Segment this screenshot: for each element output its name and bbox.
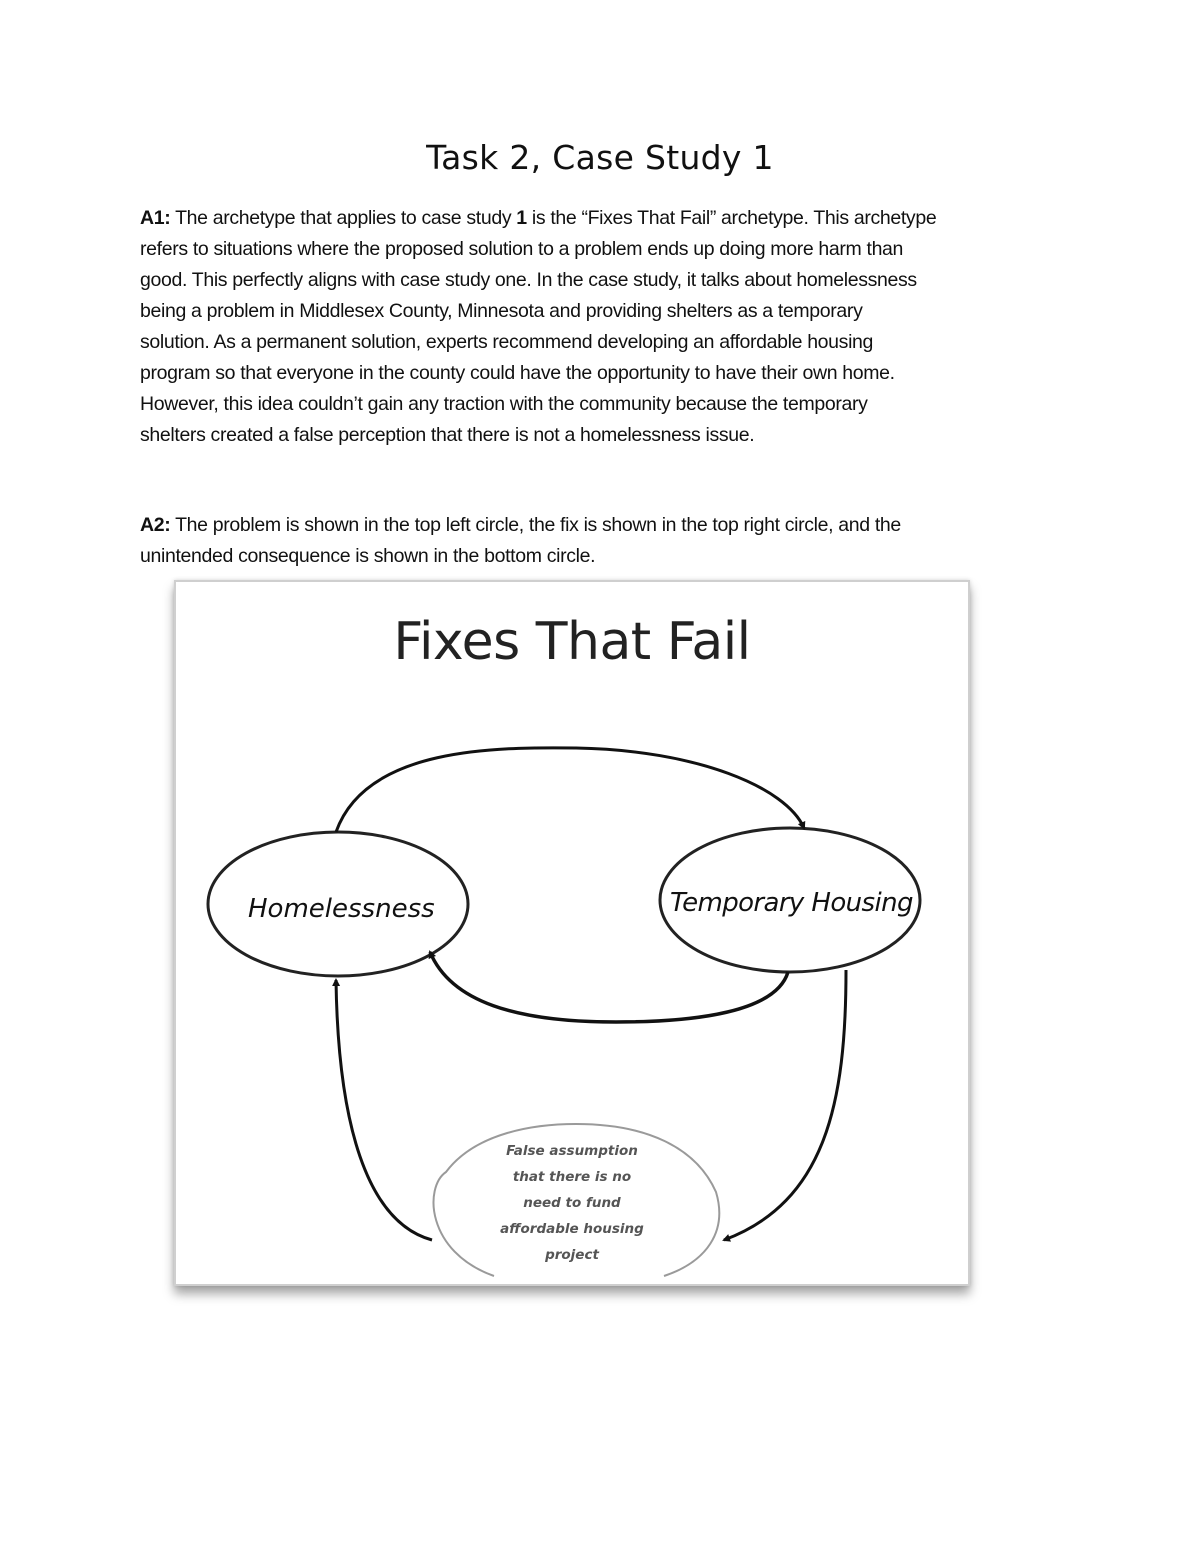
edge-fix-to-consequence (722, 969, 848, 1242)
problem-node-ellipse (206, 830, 470, 978)
a2-line-1: A2: The problem is shown in the top left… (140, 514, 901, 536)
a1-line-1: A1: The archetype that applies to case s… (140, 207, 937, 229)
edge-problem-to-fix (334, 746, 806, 833)
a1-line-3: good. This perfectly aligns with case st… (140, 269, 917, 291)
a1-line-4: being a problem in Middlesex County, Min… (140, 300, 863, 322)
edge-consequence-to-problem (332, 978, 433, 1242)
a1-line-7: However, this idea couldn’t gain any tra… (140, 393, 868, 415)
diagram-title: Fixes That Fail (393, 612, 751, 672)
a1-line-6: program so that everyone in the county c… (140, 362, 895, 384)
fix-node-label: Temporary Housing (670, 888, 913, 918)
edge-fix-to-problem (428, 950, 790, 1024)
fix-node-ellipse (658, 826, 922, 974)
diagram-graphics (206, 746, 922, 1277)
problem-node-label: Homelessness (248, 894, 435, 924)
a1-label: A1: (140, 207, 171, 229)
page-title: Task 2, Case Study 1 (426, 138, 774, 177)
a1-line-5: solution. As a permanent solution, exper… (140, 331, 874, 353)
a2-label: A2: (140, 514, 171, 536)
answer-a1-paragraph: A1: The archetype that applies to case s… (140, 203, 1070, 451)
fixes-that-fail-diagram: Fixes That Fail Homelessness Temporary H… (174, 580, 970, 1286)
a2-line-2: unintended consequence is shown in the b… (140, 545, 596, 567)
consequence-node-ellipse (432, 1122, 721, 1277)
answer-a2-paragraph: A2: The problem is shown in the top left… (140, 510, 1070, 572)
a1-line-8: shelters created a false perception that… (140, 424, 755, 446)
consequence-node-label: False assumption that there is no need t… (500, 1143, 644, 1263)
a1-line-2: refers to situations where the proposed … (140, 238, 904, 260)
